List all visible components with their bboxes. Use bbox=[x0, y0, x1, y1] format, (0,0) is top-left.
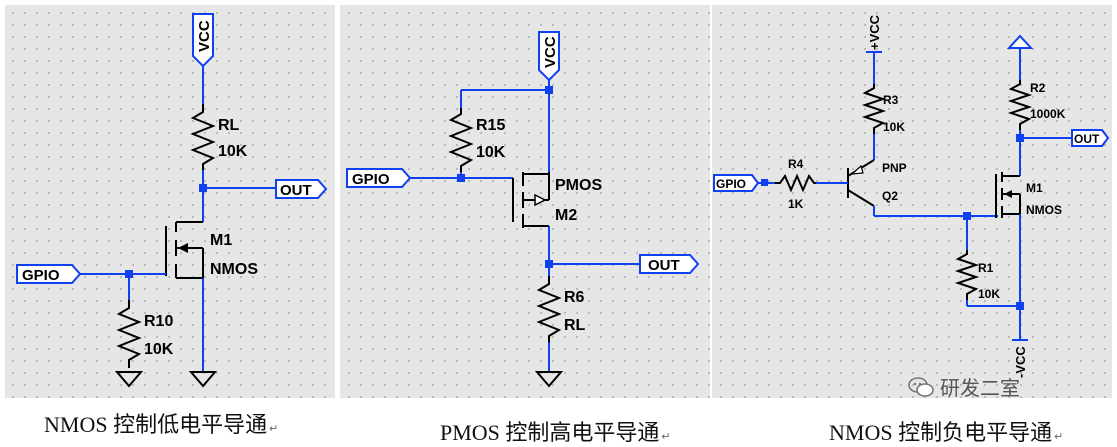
r1-name: R1 bbox=[978, 261, 994, 275]
rl-value: 10K bbox=[218, 143, 248, 160]
r4-name: R4 bbox=[788, 157, 804, 171]
r6-resistor bbox=[536, 276, 562, 342]
r1-resistor bbox=[954, 250, 980, 300]
out-flag bbox=[275, 179, 328, 199]
r4-value: 1K bbox=[788, 197, 804, 211]
r15-value: 10K bbox=[476, 144, 506, 161]
gpio-flag bbox=[713, 174, 760, 192]
gpio-label: GPIO bbox=[22, 267, 60, 284]
vcc-flag bbox=[192, 13, 214, 68]
m1-name: M1 bbox=[1026, 181, 1043, 195]
m1-type: NMOS bbox=[1026, 203, 1062, 217]
r6-value: RL bbox=[564, 317, 586, 334]
m2-type: PMOS bbox=[555, 177, 602, 194]
out-node bbox=[199, 184, 207, 192]
gpio-flag bbox=[16, 264, 82, 284]
panel-3-schematic: +VCC R3 10K PNP Q2 R4 1K GPIO R2 100 bbox=[713, 14, 1110, 378]
rl-resistor bbox=[190, 104, 216, 170]
rl-name: RL bbox=[218, 117, 240, 134]
panel-1-schematic: VCC RL 10K OUT M1 NMOS bbox=[16, 13, 328, 388]
r10-resistor bbox=[116, 300, 142, 368]
m1-name: M1 bbox=[210, 232, 232, 249]
ground-symbol bbox=[534, 371, 564, 388]
q2-name: Q2 bbox=[882, 189, 898, 203]
r6-name: R6 bbox=[564, 289, 585, 306]
out-label: OUT bbox=[1074, 132, 1100, 146]
panel-1-background bbox=[5, 5, 335, 398]
r2-name: R2 bbox=[1030, 81, 1046, 95]
caption-panel-2: PMOS 控制高电平导通↵ bbox=[440, 420, 671, 445]
ground-symbol bbox=[114, 371, 144, 388]
r3-value: 10K bbox=[883, 120, 905, 134]
r2-resistor bbox=[1007, 80, 1033, 130]
caption-text: PMOS 控制高电平导通 bbox=[440, 420, 660, 445]
caption-panel-1: NMOS 控制低电平导通↵ bbox=[44, 412, 279, 437]
caption-text: NMOS 控制低电平导通 bbox=[44, 412, 268, 437]
r15-name: R15 bbox=[476, 117, 505, 134]
out-flag bbox=[1071, 129, 1110, 147]
out-node bbox=[545, 260, 553, 268]
source-node bbox=[1016, 302, 1024, 310]
caption-panel-3: NMOS 控制负电平导通↵ bbox=[829, 420, 1064, 445]
r2-value: 1000K bbox=[1030, 107, 1066, 121]
ground-symbol bbox=[188, 371, 218, 388]
r3-name: R3 bbox=[883, 93, 899, 107]
vcc-bottom-label: -VCC bbox=[1013, 346, 1028, 378]
m1-type: NMOS bbox=[210, 261, 258, 278]
panel-2-background bbox=[340, 5, 710, 398]
watermark: 研发二室 bbox=[908, 372, 1020, 401]
panel-2-schematic: VCC R15 10K GPIO PMOS M2 OUT bbox=[346, 31, 700, 388]
gpio-flag bbox=[346, 168, 412, 188]
m2-pmos-transistor bbox=[512, 172, 550, 228]
out-node bbox=[1016, 134, 1024, 142]
wechat-icon bbox=[908, 376, 934, 397]
m2-name: M2 bbox=[555, 207, 577, 224]
panel-3-background bbox=[712, 5, 1112, 398]
vcc-label: VCC bbox=[196, 20, 213, 52]
gpio-label: GPIO bbox=[716, 177, 746, 191]
watermark-text: 研发二室 bbox=[940, 376, 1020, 400]
out-flag bbox=[639, 254, 700, 274]
r15-resistor bbox=[448, 108, 474, 172]
out-label: OUT bbox=[648, 257, 680, 274]
vcc-flag bbox=[538, 31, 560, 82]
caption-text: NMOS 控制负电平导通 bbox=[829, 420, 1053, 445]
m1-nmos-transistor bbox=[995, 172, 1021, 218]
out-label: OUT bbox=[280, 182, 312, 199]
gate-node bbox=[457, 174, 465, 182]
gpio-node bbox=[761, 179, 768, 186]
r10-value: 10K bbox=[144, 341, 174, 358]
vcc-top-label: +VCC bbox=[867, 14, 882, 50]
r1-value: 10K bbox=[978, 287, 1000, 301]
gpio-label: GPIO bbox=[352, 171, 390, 188]
m1-nmos-transistor bbox=[165, 221, 204, 279]
vcc-node bbox=[545, 86, 553, 94]
q2-type: PNP bbox=[882, 161, 907, 175]
r3-resistor bbox=[861, 84, 887, 134]
vcc-label: VCC bbox=[542, 36, 559, 68]
r10-name: R10 bbox=[144, 313, 173, 330]
r4-resistor bbox=[775, 173, 816, 193]
